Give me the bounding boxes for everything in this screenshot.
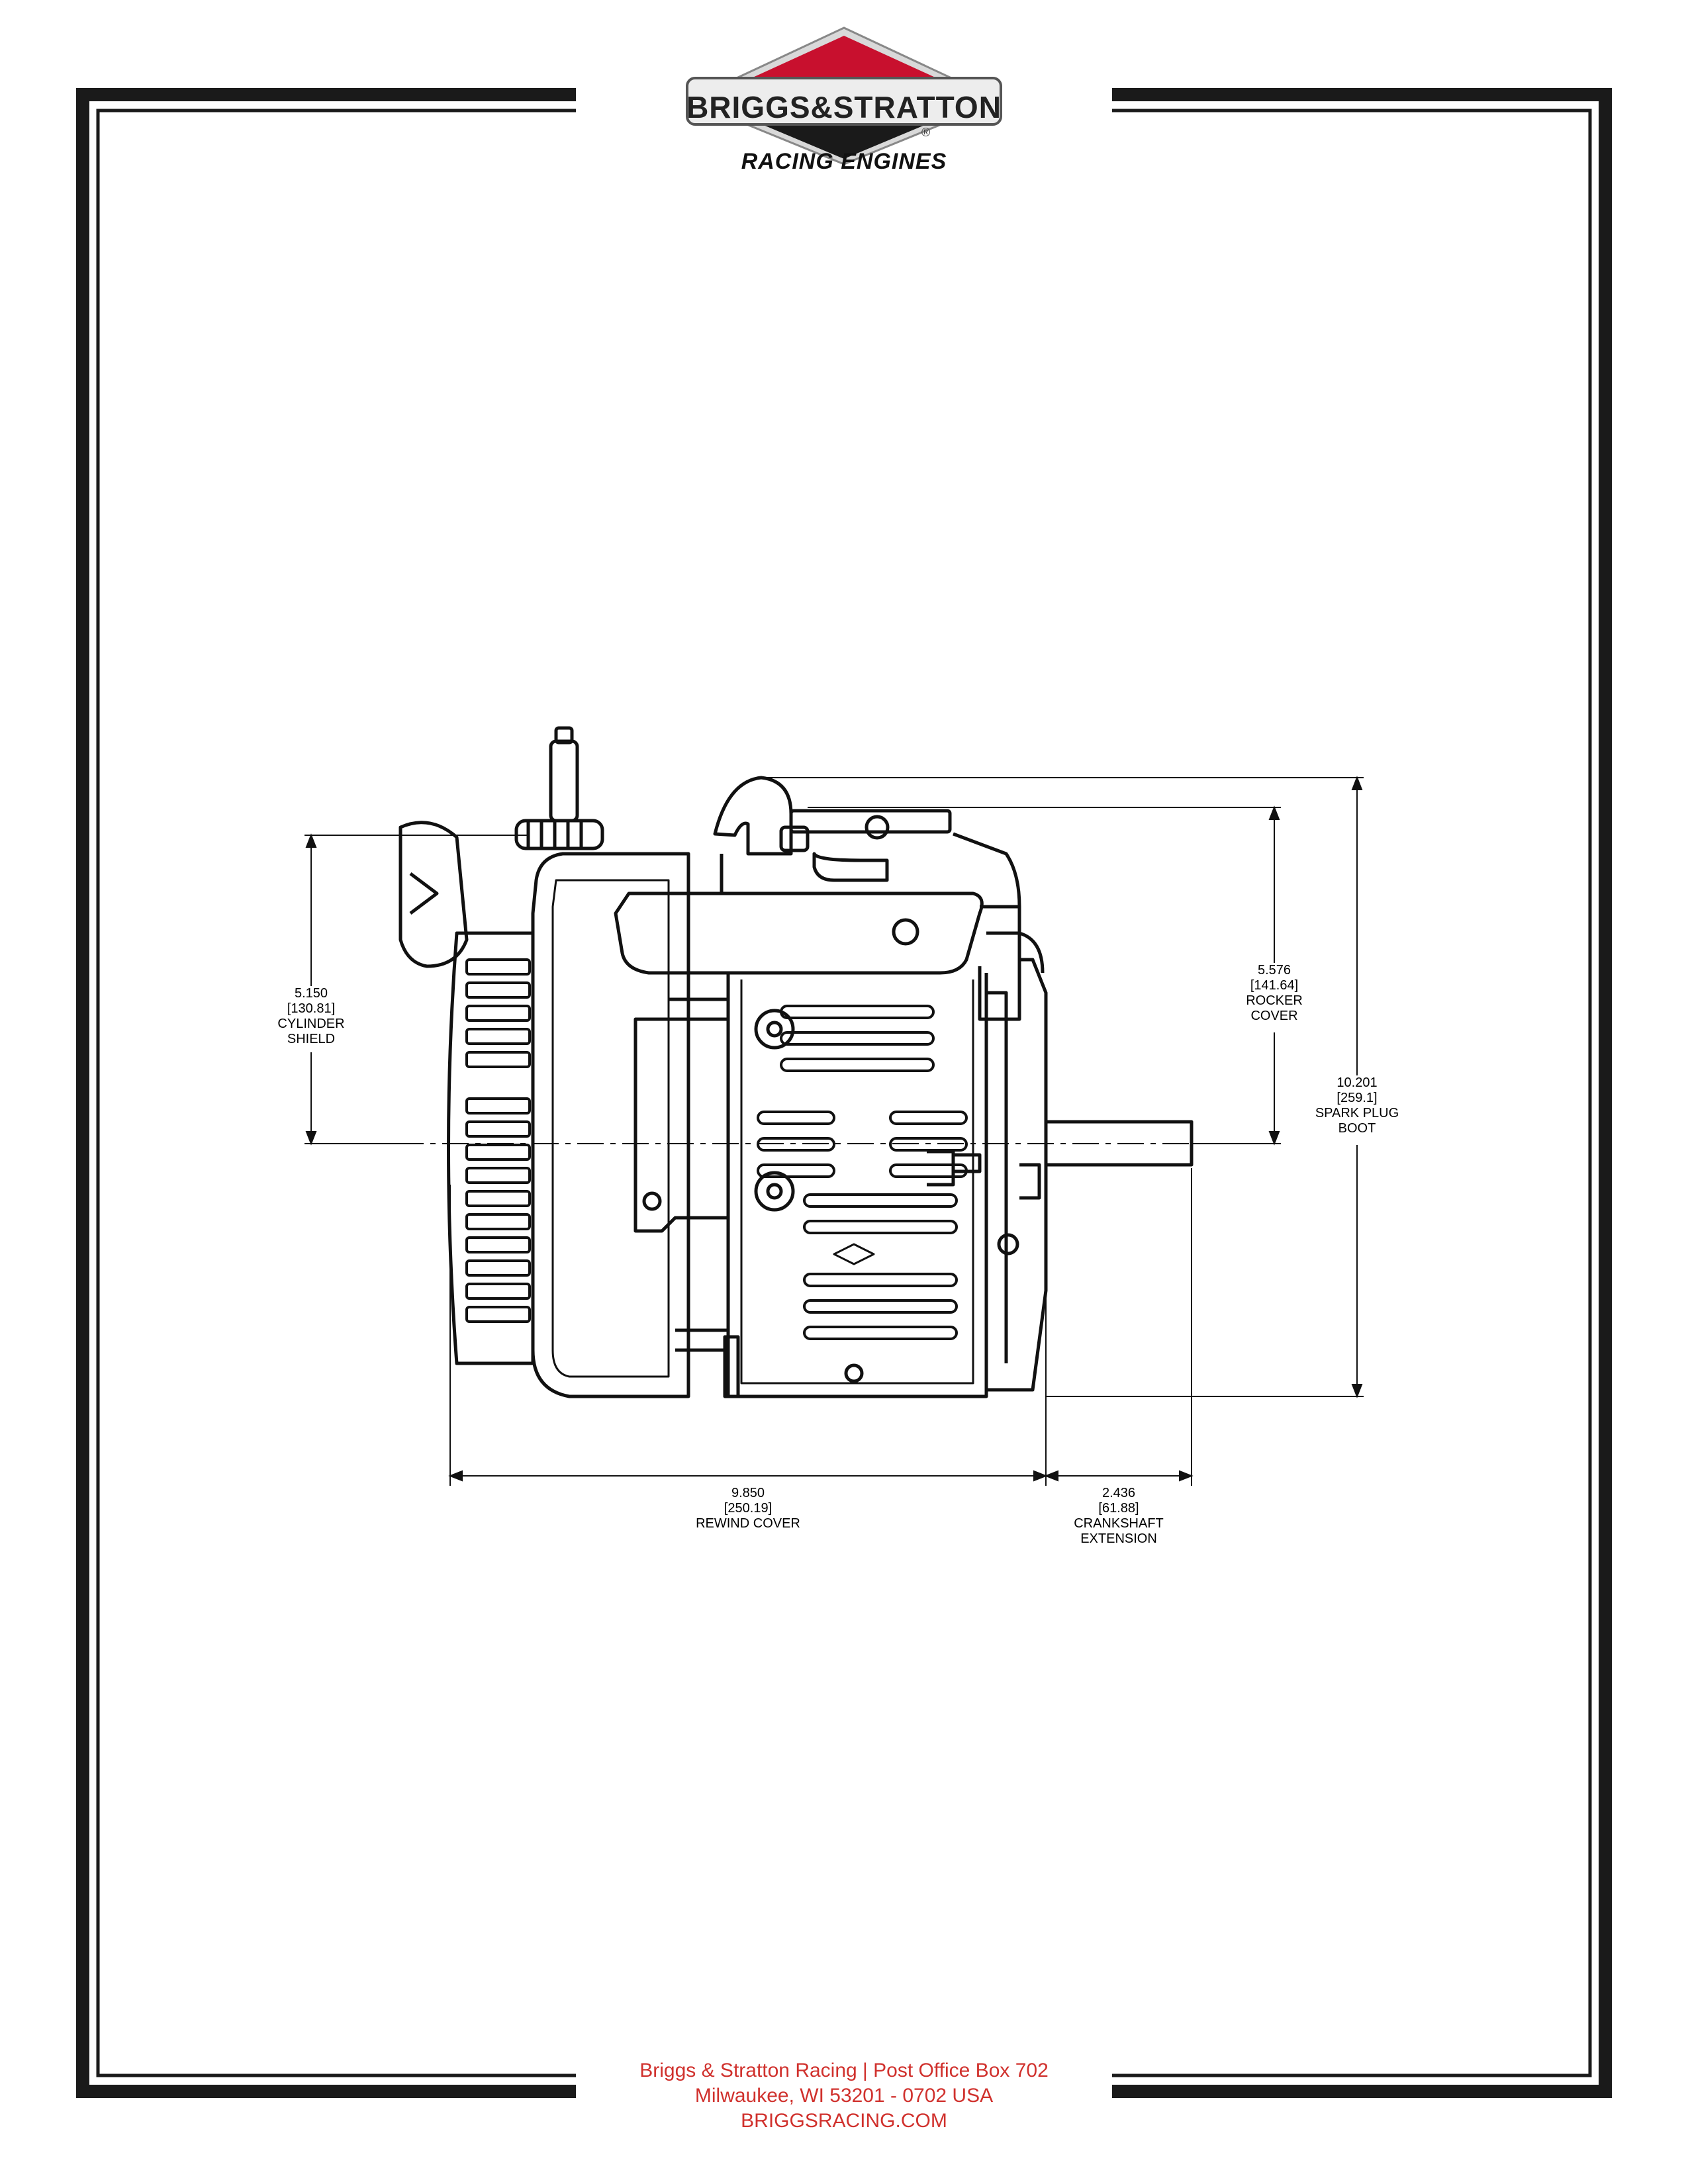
crankcase-shape <box>726 973 988 1398</box>
dimension-rewind-cover: 9.850 [250.19] REWIND COVER <box>696 1486 800 1531</box>
footer-line-company: Briggs & Stratton Racing | Post Office B… <box>639 2060 1049 2081</box>
diamond-logo-icon <box>686 26 1002 165</box>
brand-wordmark: BRIGGS&STRATTON <box>686 90 1002 124</box>
blower-housing-shape <box>531 852 690 1398</box>
brand-tagline: RACING ENGINES <box>741 149 947 174</box>
spark-plug-boot-shape <box>713 776 793 856</box>
engine-cover-plate-shape <box>986 931 1048 1392</box>
rewind-cover-shape <box>447 931 535 1365</box>
dimension-spark-plug-boot: 10.201 [259.1] SPARK PLUG BOOT <box>1315 1075 1399 1136</box>
pull-handle-shape <box>399 821 469 968</box>
footer-line-city: Milwaukee, WI 53201 - 0702 USA <box>694 2085 994 2107</box>
dimension-rocker-cover: 5.576 [141.64] ROCKER COVER <box>1246 963 1303 1023</box>
rocker-cover-shape <box>614 891 984 975</box>
footer-website-link[interactable]: BRIGGSRACING.COM <box>741 2110 947 2132</box>
dimension-crankshaft-extension: 2.436 [61.88] CRANKSHAFT EXTENSION <box>1074 1486 1164 1546</box>
registered-mark: ® <box>921 126 931 139</box>
brand-logo: BRIGGS&STRATTON ® <box>682 26 1006 165</box>
footer-address: Briggs & Stratton Racing | Post Office B… <box>0 2058 1688 2134</box>
dimension-cylinder-shield: 5.150 [130.81] CYLINDER SHIELD <box>277 986 345 1046</box>
